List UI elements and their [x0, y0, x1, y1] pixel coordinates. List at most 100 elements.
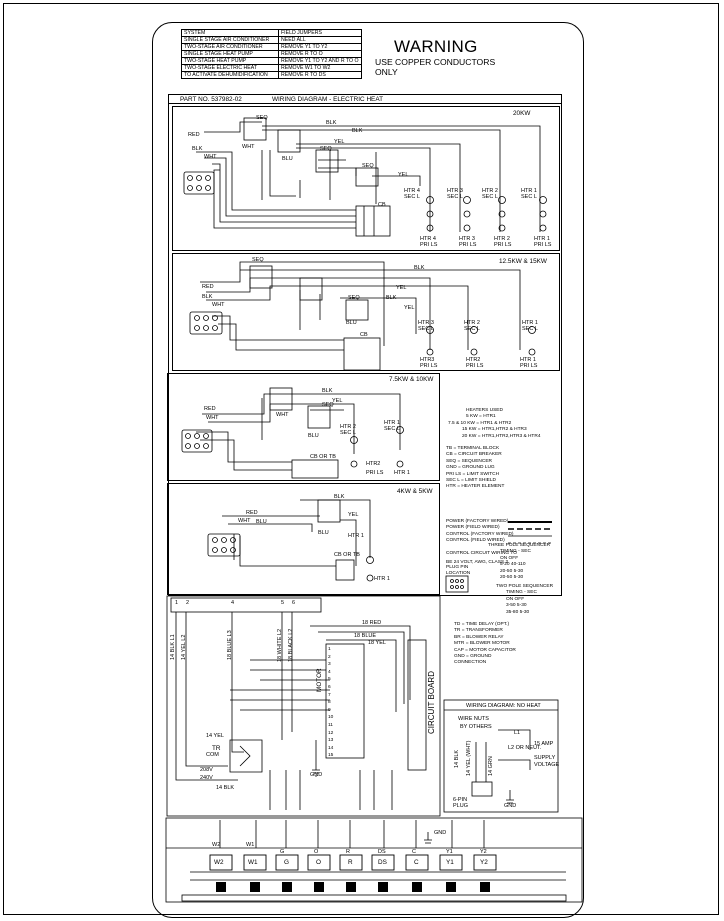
- wire-label-wht: WHT: [238, 518, 251, 524]
- terminal-number: 12: [328, 730, 334, 736]
- legend-item: SEC L = LIMIT SHIELD: [446, 478, 496, 484]
- wire-label-blu: BLU: [318, 530, 329, 536]
- legend-item: 7.5 & 10 KW = HTR1 & HTR2: [448, 420, 512, 426]
- terminal-tag-g: G: [280, 849, 285, 855]
- table-cell: TO ACTIVATE DEHUMIDIFICATION: [181, 71, 279, 79]
- table-cell: REMOVE R TO DS: [278, 71, 362, 79]
- control-wire-label: 18 BLUE: [354, 633, 377, 639]
- heater-label: HTR 1 SEC L: [521, 188, 537, 200]
- panel-20kw: [172, 106, 560, 251]
- heater-label: HTR 2 SEC L: [340, 424, 356, 436]
- terminal-tag-w1: W1: [246, 842, 255, 848]
- heater-label: HTR3: [420, 357, 435, 363]
- heater-label: HTR 1 SEC L: [522, 320, 538, 332]
- wire-label-seq: SEQ: [362, 163, 374, 169]
- ground-label: GND: [434, 830, 447, 836]
- legend-item: ON OFF: [506, 596, 525, 602]
- legend-item: 20-50 5-30: [500, 568, 524, 574]
- legend-item: MTR = BLOWER MOTOR: [454, 641, 510, 647]
- terminal-number: 15: [328, 753, 334, 759]
- wire-label-seq: SEQ: [256, 115, 268, 121]
- terminal-tag-o: O: [314, 849, 319, 855]
- terminal-number: 8: [328, 700, 331, 706]
- heater-label: HTR2: [366, 461, 381, 467]
- page-frame: [3, 3, 719, 915]
- terminal-tag-y1: Y1: [446, 849, 453, 855]
- wire-label-blk: BLK: [202, 294, 213, 300]
- terminal-number: 11: [328, 722, 333, 728]
- legend-item: THREE POLE SEQUENCER: [488, 543, 551, 548]
- heater-label: HTR 4 PRI LS: [420, 236, 438, 248]
- control-wire-label: 18 RED: [362, 620, 382, 626]
- warning-text: USE COPPER CONDUCTORS ONLY: [375, 57, 515, 77]
- no-heat-label: L1: [514, 730, 521, 736]
- legend-item: TWO POLE SEQUENCER: [496, 584, 554, 589]
- legend-two-pole: TWO POLE SEQUENCER TIMING - SEC ON OFF 3…: [496, 584, 553, 616]
- wire-label-blu: BLU: [308, 433, 319, 439]
- wire-label-blk: BLK: [322, 388, 333, 394]
- legend-item: GND = GROUND: [454, 654, 492, 660]
- heater-label: HTR 3 SEC L: [447, 188, 463, 200]
- legend-heaters-used: HEATERS USED 5 KW = HTR1 7.5 & 10 KW = H…: [448, 408, 541, 440]
- wire-label-seq: SEQ: [320, 146, 332, 152]
- legend-abbreviations: TB = TERMINAL BLOCK CB = CIRCUIT BREAKER…: [446, 446, 504, 491]
- wire-label-wht: WHT: [206, 415, 219, 421]
- heater-label: HTR 1: [348, 533, 364, 539]
- control-pin-number: 5: [281, 600, 285, 606]
- transformer-label: 240V: [200, 775, 213, 781]
- terminal-label-y2: Y2: [480, 859, 488, 866]
- wire-label-red: RED: [246, 510, 258, 516]
- transformer-label: 208V: [200, 767, 213, 773]
- heater-label: PRI LS: [520, 363, 538, 369]
- circuit-board-label: CIRCUIT BOARD: [427, 671, 436, 734]
- transformer-label: COM: [206, 752, 219, 758]
- no-heat-label: 14 GRN: [488, 756, 494, 776]
- wire-label-seq: SEQ: [322, 402, 334, 408]
- legend-item: TIMING - SEC: [500, 549, 531, 555]
- terminal-number: 9: [328, 707, 331, 713]
- wire-label-blk: BLK: [192, 146, 203, 152]
- wire-label-red: RED: [204, 406, 216, 412]
- legend-control-abbreviations: TD = TIME DELAY (OPT.) TR = TRANSFORMER …: [454, 622, 516, 667]
- heater-label: HTR2: [466, 357, 481, 363]
- legend-item: TD = TIME DELAY (OPT.): [454, 622, 510, 627]
- wire-label-wht: WHT: [242, 144, 255, 150]
- wire-label-cb: CB OR TB: [310, 454, 336, 460]
- legend-three-pole: THREE POLE SEQUENCER TIMING - SEC ON OFF…: [488, 543, 550, 581]
- wire-label-red: RED: [188, 132, 200, 138]
- legend-item: 3-50 5-30: [506, 603, 527, 609]
- no-heat-label: 6-PIN PLUG: [453, 797, 468, 809]
- no-heat-label: BY OTHERS: [460, 724, 492, 730]
- legend-item: 20 KW = HTR1,HTR2,HTR3 & HTR4: [462, 433, 541, 439]
- warning-line: USE COPPER CONDUCTORS: [375, 57, 496, 67]
- panel-15kw: [172, 253, 560, 371]
- terminal-number: 3: [328, 662, 331, 668]
- motor-terminals: 1 2 3 4 5 6 7 8 9 10 11 12 13 14 15: [328, 646, 333, 760]
- warning-title: WARNING: [394, 37, 478, 56]
- heater-label: HTR 2 SEC L: [482, 188, 498, 200]
- terminal-number: 2: [328, 654, 331, 660]
- terminal-number: 4: [328, 669, 331, 675]
- panel-5kw: [167, 483, 440, 595]
- wire-label-seq: SEQ: [252, 257, 264, 263]
- control-pin-number: 1: [175, 600, 179, 606]
- control-pin-number: 4: [231, 600, 235, 606]
- panel-label-5kw: 4KW & 5KW: [397, 488, 433, 495]
- control-wire-label: 14 YEL: [206, 733, 224, 739]
- terminal-label-c: C: [414, 859, 419, 866]
- terminal-number: 5: [328, 677, 331, 683]
- wiring-label-card: [152, 22, 584, 918]
- legend-item: CONTROL (FIELD WIRED): [446, 538, 505, 544]
- legend-item: POWER (FIELD WIRED): [446, 525, 500, 531]
- legend-control-note: CONTROL CIRCUIT WIRING TO BE 24 VOLT, AW…: [446, 549, 517, 567]
- terminal-label-y1: Y1: [446, 859, 454, 866]
- wire-label-yel: YEL: [332, 398, 343, 404]
- no-heat-title: WIRING DIAGRAM: NO HEAT: [466, 703, 541, 709]
- no-heat-label: 15 AMP: [534, 741, 554, 747]
- legend-item: POWER (FACTORY WIRED): [446, 519, 509, 524]
- motor-label: MOTOR: [316, 668, 323, 692]
- wire-label-yel: YEL: [396, 285, 407, 291]
- panel-label-20kw: 20KW: [513, 110, 531, 117]
- legend-item: SEQ = SEQUENCER: [446, 458, 492, 464]
- terminal-label-w2: W2: [214, 859, 224, 866]
